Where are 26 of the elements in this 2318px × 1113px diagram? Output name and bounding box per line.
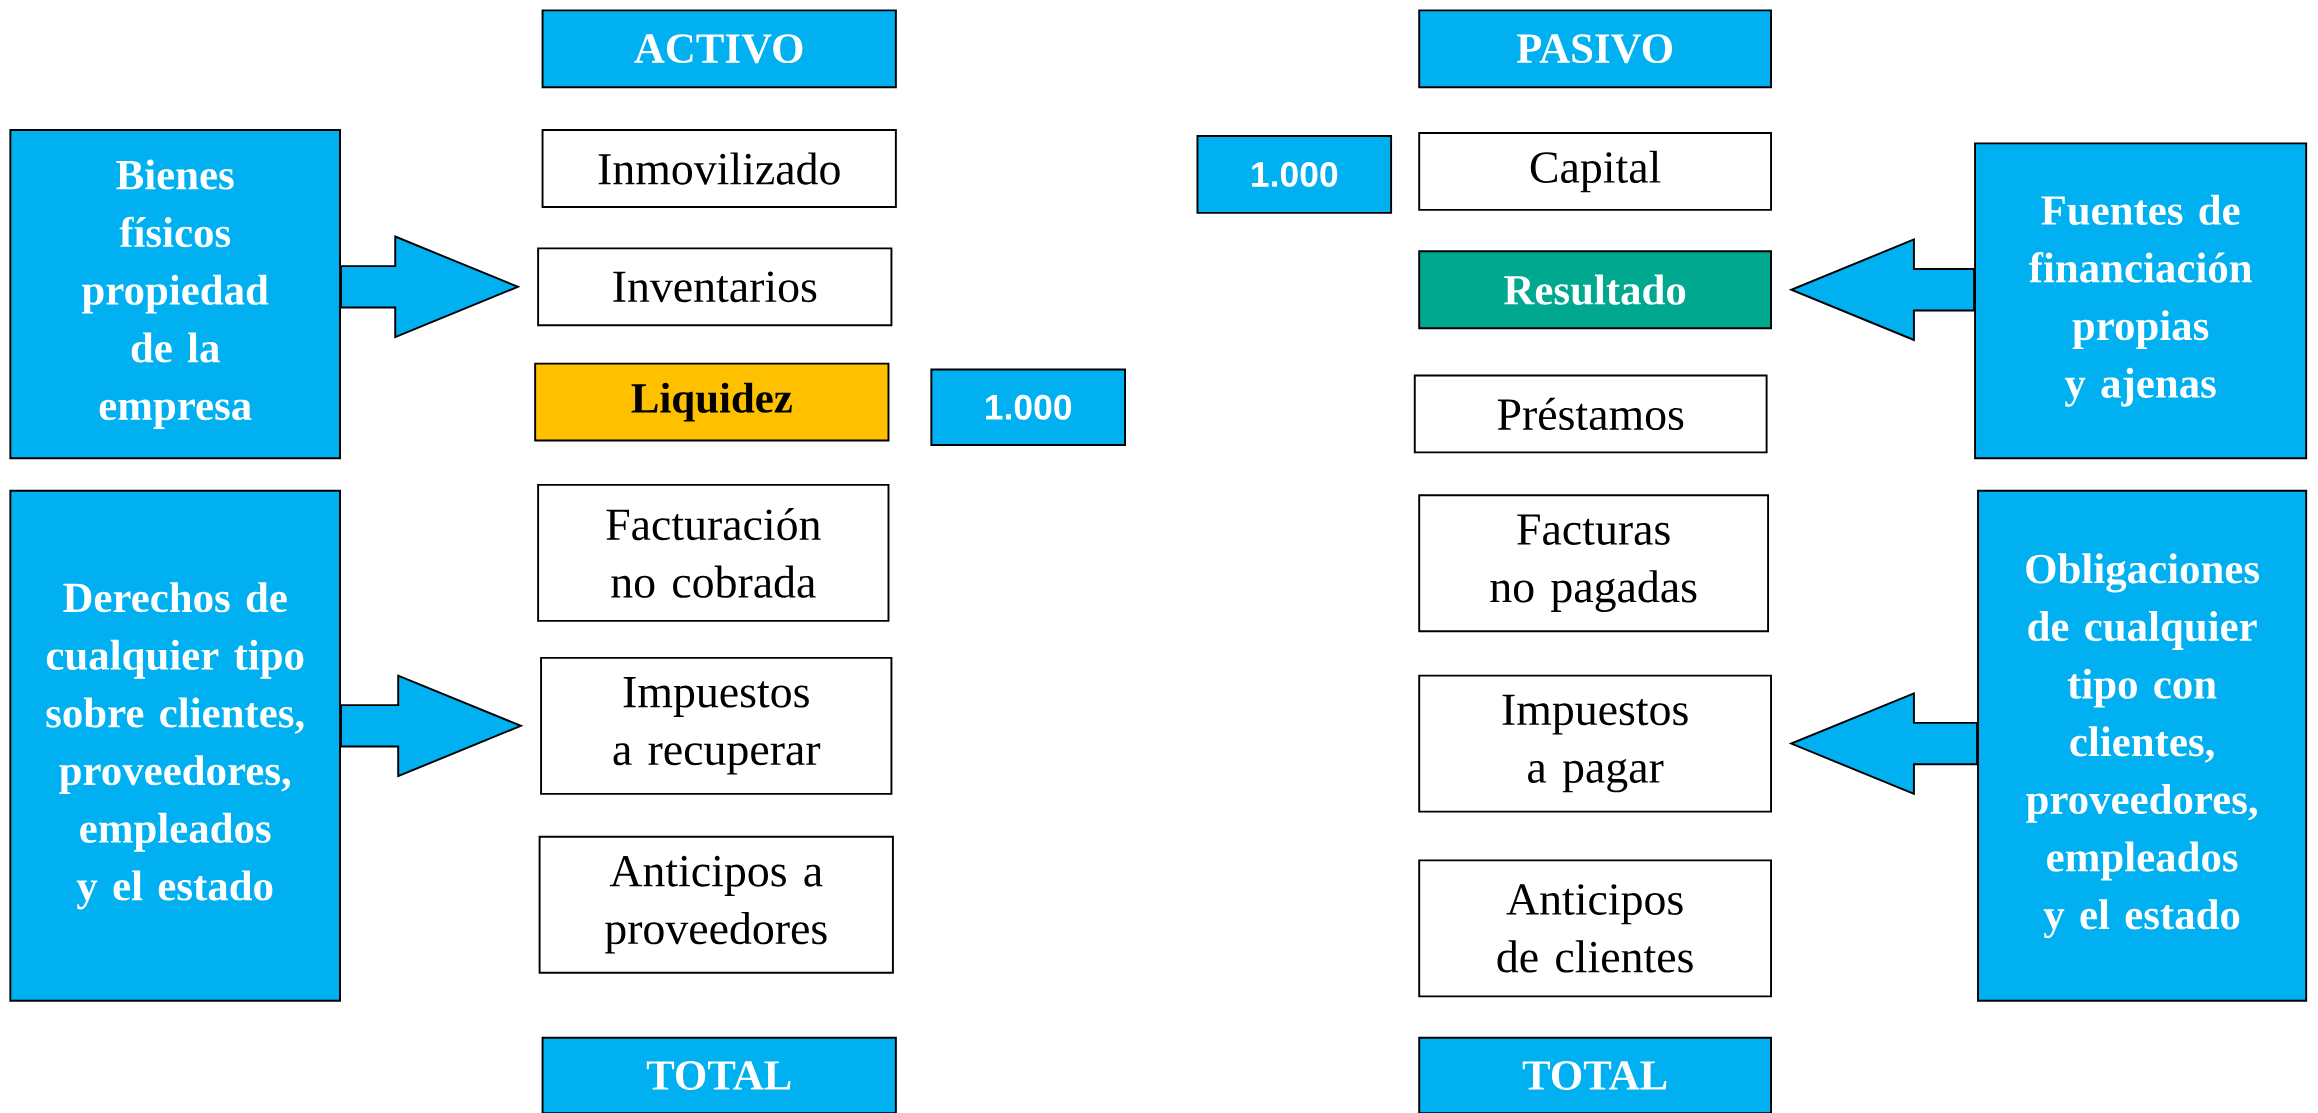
- account-box: Inmovilizado: [541, 129, 897, 208]
- callout-box: Fuentes de financiación propias y ajenas: [1974, 142, 2308, 460]
- callout-box: Bienes físicos propiedad de la empresa: [9, 129, 341, 460]
- account-box: Facturación no cobrada: [537, 483, 890, 622]
- account-box: Resultado: [1418, 250, 1772, 330]
- account-box: Facturas no pagadas: [1418, 494, 1770, 633]
- account-box: Inventarios: [537, 247, 893, 327]
- header-box: TOTAL: [541, 1036, 897, 1113]
- account-box: Anticipos a proveedores: [538, 835, 894, 974]
- account-box: Impuestos a recuperar: [540, 656, 893, 795]
- callout-box: Derechos de cualquier tipo sobre clientes, proveedores, empleados y el estado: [9, 489, 341, 1002]
- amount-box: 1.000: [930, 368, 1126, 446]
- account-box: Liquidez: [534, 362, 890, 442]
- header-box: PASIVO: [1418, 9, 1772, 89]
- account-box: Impuestos a pagar: [1418, 674, 1772, 813]
- block-arrow: [1788, 691, 1978, 796]
- block-arrow: [340, 674, 524, 778]
- amount-box: 1.000: [1196, 134, 1393, 214]
- block-arrow: [1788, 237, 1976, 342]
- header-box: TOTAL: [1418, 1036, 1772, 1113]
- account-box: Capital: [1418, 132, 1772, 211]
- account-box: Anticipos de clientes: [1418, 859, 1772, 998]
- account-box: Préstamos: [1413, 374, 1768, 454]
- callout-box: Obligaciones de cualquier tipo con clientes, proveedores, empleados y el estado: [1977, 489, 2308, 1002]
- header-box: ACTIVO: [541, 9, 897, 89]
- block-arrow: [340, 235, 521, 339]
